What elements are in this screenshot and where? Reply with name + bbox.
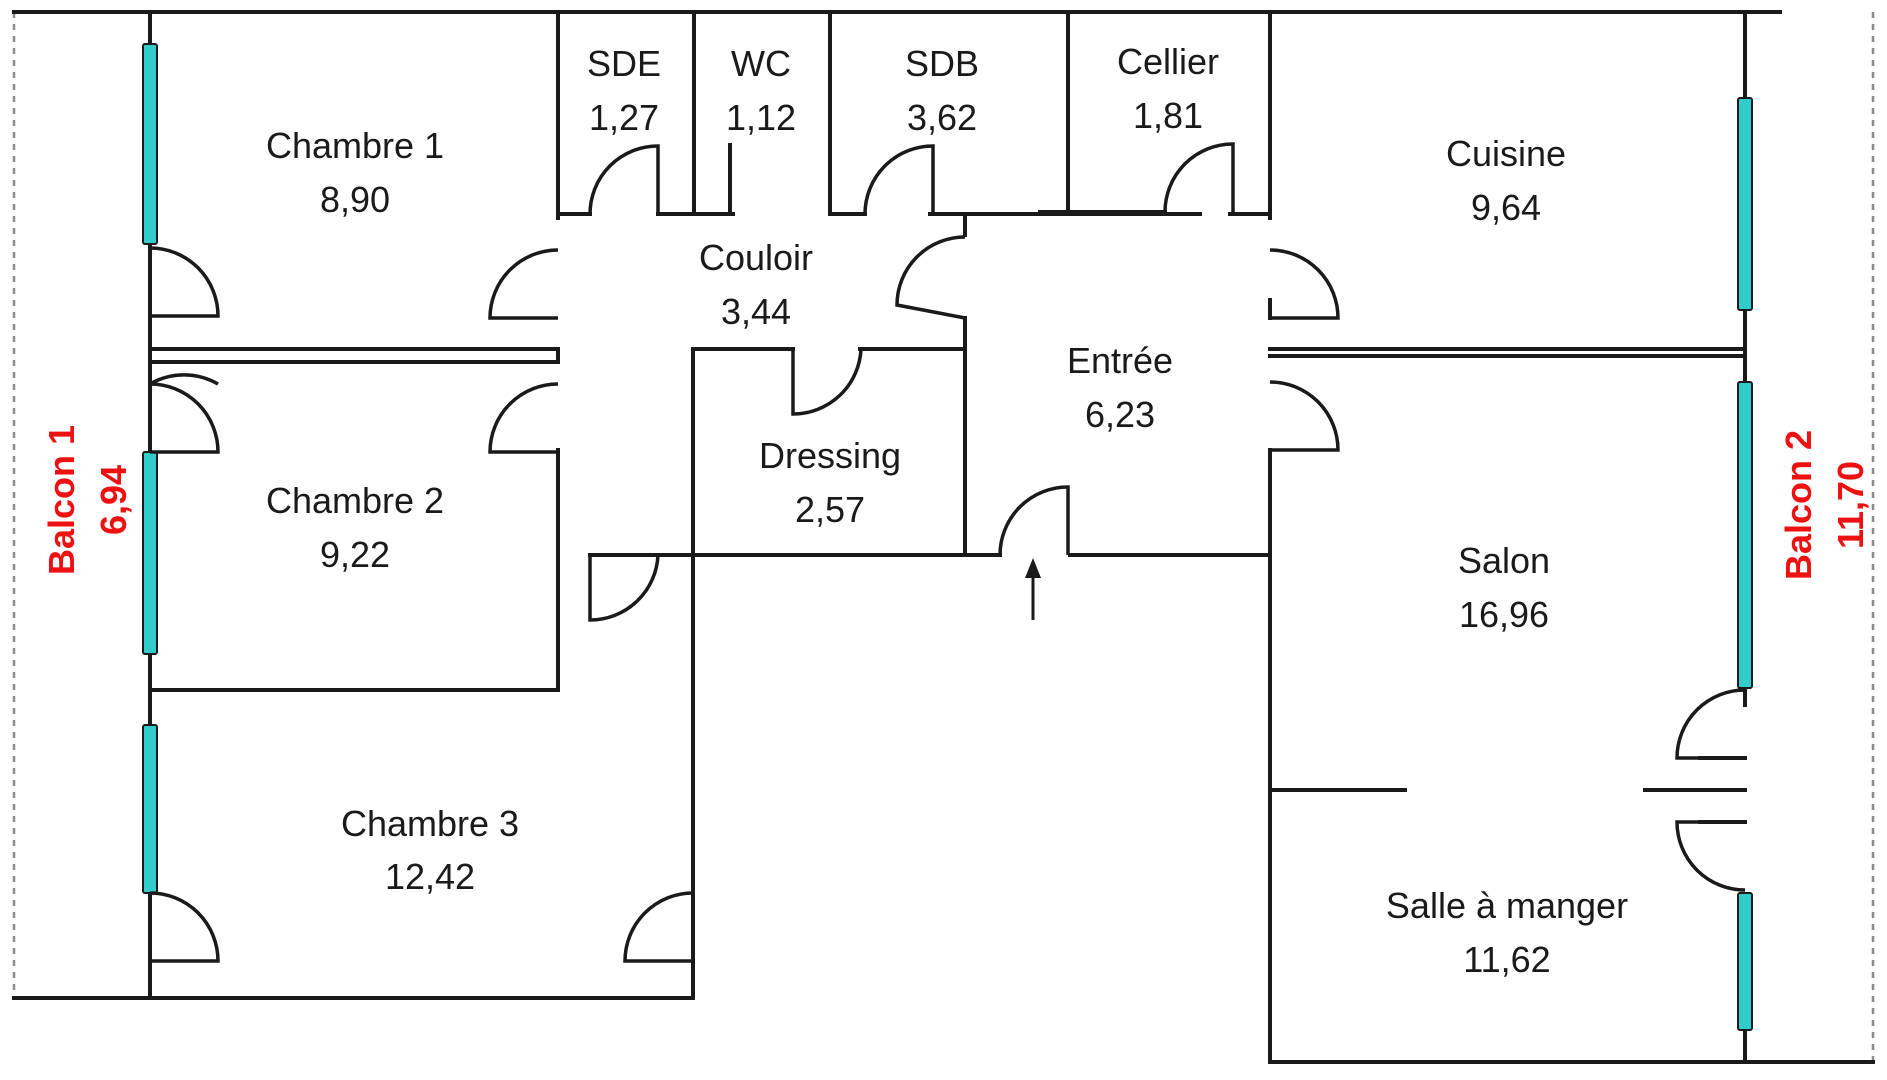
room-sde-area: 1,27 [589, 97, 659, 138]
room-dressing-name: Dressing [759, 435, 901, 476]
room-salon-name: Salon [1458, 540, 1550, 581]
room-couloir-area: 3,44 [721, 291, 791, 332]
door-chambre2-couloir [488, 382, 559, 454]
door-entrance [998, 485, 1070, 556]
room-cellier-area: 1,81 [1133, 95, 1203, 136]
room-chambre1-name: Chambre 1 [266, 125, 444, 166]
room-cuisine-name: Cuisine [1446, 133, 1566, 174]
room-cuisine-area: 9,64 [1471, 187, 1541, 228]
door-chambre3-couloir [623, 891, 694, 963]
window-chambre1 [142, 43, 158, 245]
door-balcon2-top [1675, 688, 1746, 760]
window-salle-a-manger [1737, 892, 1753, 1031]
balcon1-name: Balcon 1 [41, 425, 82, 575]
balcon2-name: Balcon 2 [1778, 430, 1819, 580]
room-chambre2-area: 9,22 [320, 534, 390, 575]
door-salon [1269, 380, 1340, 452]
door-cellier [1163, 142, 1235, 213]
door-chambre2-balcony [149, 373, 219, 386]
room-labels: Chambre 1 8,90 Chambre 2 9,22 Chambre 3 … [266, 41, 1628, 980]
door-sde [588, 144, 660, 215]
room-entree-name: Entrée [1067, 340, 1173, 381]
balcon1-label: Balcon 1 6,94 [41, 425, 134, 575]
room-chambre1-area: 8,90 [320, 179, 390, 220]
door-chambre1-couloir [488, 248, 559, 320]
room-salle-a-manger-area: 11,62 [1463, 939, 1550, 980]
door-chambre2-balcony-top [149, 382, 220, 454]
windows [142, 43, 1753, 1031]
room-sdb-name: SDB [905, 43, 979, 84]
room-chambre2-name: Chambre 2 [266, 480, 444, 521]
window-cuisine [1737, 97, 1753, 311]
room-sdb-area: 3,62 [907, 97, 977, 138]
door-couloir-entree [895, 235, 966, 320]
room-salon-area: 16,96 [1459, 594, 1549, 635]
room-cellier-name: Cellier [1117, 41, 1219, 82]
door-chambre2-bottom [588, 554, 660, 622]
door-sdb [863, 144, 935, 215]
balcony-edges [12, 12, 1875, 1062]
door-chambre1-balcony [149, 246, 220, 318]
room-wc-area: 1,12 [726, 97, 796, 138]
room-wc-name: WC [731, 43, 791, 84]
room-couloir-name: Couloir [699, 237, 813, 278]
doors [149, 142, 1746, 963]
window-chambre2 [142, 451, 158, 655]
window-salon [1737, 381, 1753, 689]
room-chambre3-name: Chambre 3 [341, 803, 519, 844]
room-dressing-area: 2,57 [795, 489, 865, 530]
door-cuisine [1269, 248, 1340, 320]
balcon2-label: Balcon 2 11,70 [1778, 430, 1871, 580]
room-entree-area: 6,23 [1085, 394, 1155, 435]
door-balcon2-bottom [1675, 820, 1746, 892]
balcon2-area: 11,70 [1830, 461, 1871, 549]
entrance-arrow-head [1025, 558, 1041, 578]
room-sde-name: SDE [587, 43, 661, 84]
room-salle-a-manger-name: Salle à manger [1386, 885, 1628, 926]
balcon1-area: 6,94 [93, 465, 134, 535]
door-chambre3-balcony [149, 891, 220, 963]
window-chambre3 [142, 724, 158, 894]
door-dressing [791, 348, 863, 416]
entrance-arrow-icon [1025, 558, 1041, 620]
room-chambre3-area: 12,42 [385, 856, 475, 897]
